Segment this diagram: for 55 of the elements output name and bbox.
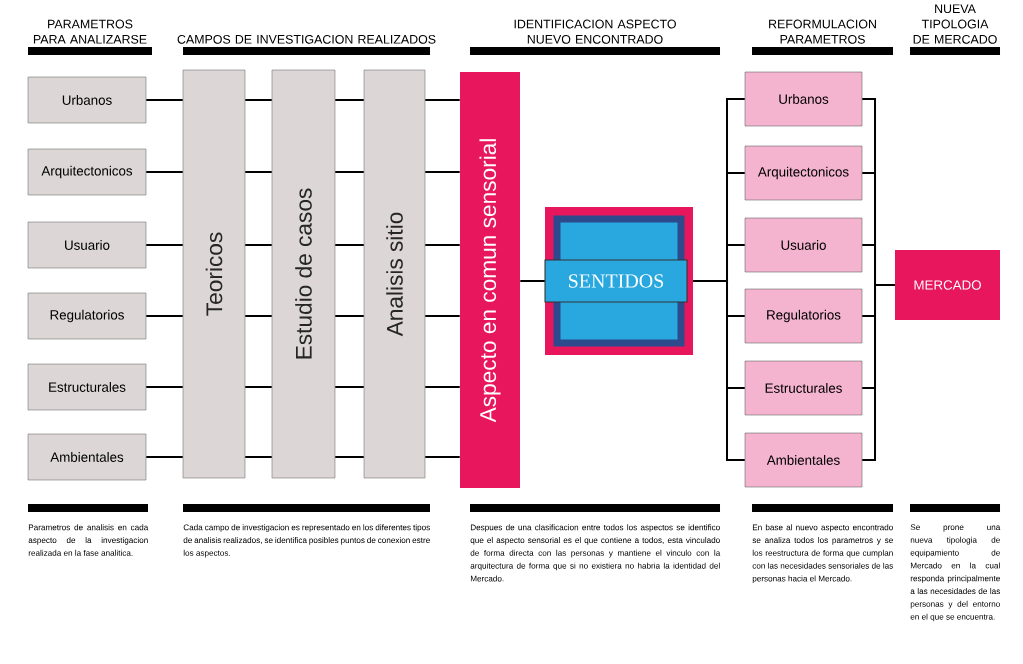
connector-line [145, 386, 184, 388]
connector-line [145, 99, 184, 101]
sentidos-box: SENTIDOS [544, 207, 693, 355]
connector-line [244, 244, 273, 246]
aspect-column: Aspecto en comun sensorial [460, 72, 520, 488]
connector-line [334, 315, 365, 317]
note-text: Cada campo de investigacion es representado en los diferentes tipos de analisis realizados, se identifica posibles puntos de conexion estre los aspectos. [183, 524, 430, 558]
connector-line [334, 386, 365, 388]
connector-line [244, 386, 273, 388]
connector-line [244, 171, 273, 173]
connector-line [424, 456, 461, 458]
parameter-box: Ambientales [27, 433, 147, 481]
connector-line [145, 171, 184, 173]
parameter-box: Usuario [744, 217, 863, 273]
connector-line [519, 280, 546, 282]
note-text: Parametros de analisis en cada aspecto de la investigacion realizada en la fase analitica. [28, 524, 149, 556]
connector-line [334, 456, 365, 458]
parameter-box: Estructurales [744, 360, 863, 416]
connector-line [145, 244, 184, 246]
parameter-box: Estructurales [27, 363, 147, 411]
market-box: MERCADO [895, 250, 1000, 320]
note-text: Despues de una clasificacion entre todos los aspectos se identifico que el aspecto sensorial es el que contiene a todos, esta vinculado de forma directa con las personas y mantiene el vinculo con la arquitectura de forma que si no existiera no habria la identidad del Mercado. [470, 524, 721, 582]
note-text: En base al nuevo aspecto encontrado se analiza todos los parametros y se los reestructura de forma que cumplan con las necesidades sensoriales de las personas hacia el Mercado. [752, 524, 893, 584]
connector-line [424, 99, 461, 101]
parameter-box: Urbanos [744, 71, 863, 127]
parameter-box: Arquitectonicos [27, 148, 147, 196]
research-column: Teoricos [182, 69, 246, 479]
parameter-box: Arquitectonicos [744, 145, 863, 201]
research-column: Estudio de casos [271, 69, 336, 479]
parameter-box: Regulatorios [27, 292, 147, 340]
connector-line [424, 244, 461, 246]
connector-line [334, 99, 365, 101]
connector-line [334, 244, 365, 246]
column-heading: CAMPOS DE INVESTIGACION REALIZADOS [177, 34, 436, 44]
connector-line [145, 315, 184, 317]
connector-line [244, 315, 273, 317]
column-heading: REFORMULACION PARAMETROS [769, 19, 876, 44]
parameter-box: Urbanos [27, 76, 147, 124]
research-column: Analisis sitio [363, 69, 426, 479]
connector-line [244, 456, 273, 458]
parameter-box: Ambientales [744, 432, 863, 488]
connector-line [334, 171, 365, 173]
connector-line [692, 280, 746, 461]
connector-line [145, 456, 184, 458]
column-heading: IDENTIFICACION ASPECTO NUEVO ENCONTRADO [514, 19, 676, 44]
parameter-box: Usuario [27, 221, 147, 269]
note-text: Se prone una nueva tipologia de equipamiento de Mercado en la cual responda principalmente a las necesidades de las personas y del entorno en el que se encuentra. [910, 524, 1001, 622]
connector-line [861, 284, 896, 461]
column-heading: NUEVA TIPOLOGIA DE MERCADO [913, 4, 997, 44]
connector-line [424, 171, 461, 173]
connector-line [424, 386, 461, 388]
connector-line [424, 315, 461, 317]
parameter-box: Regulatorios [744, 288, 863, 344]
connector-line [244, 99, 273, 101]
column-heading: PARAMETROS PARA ANALIZARSE [33, 19, 147, 44]
